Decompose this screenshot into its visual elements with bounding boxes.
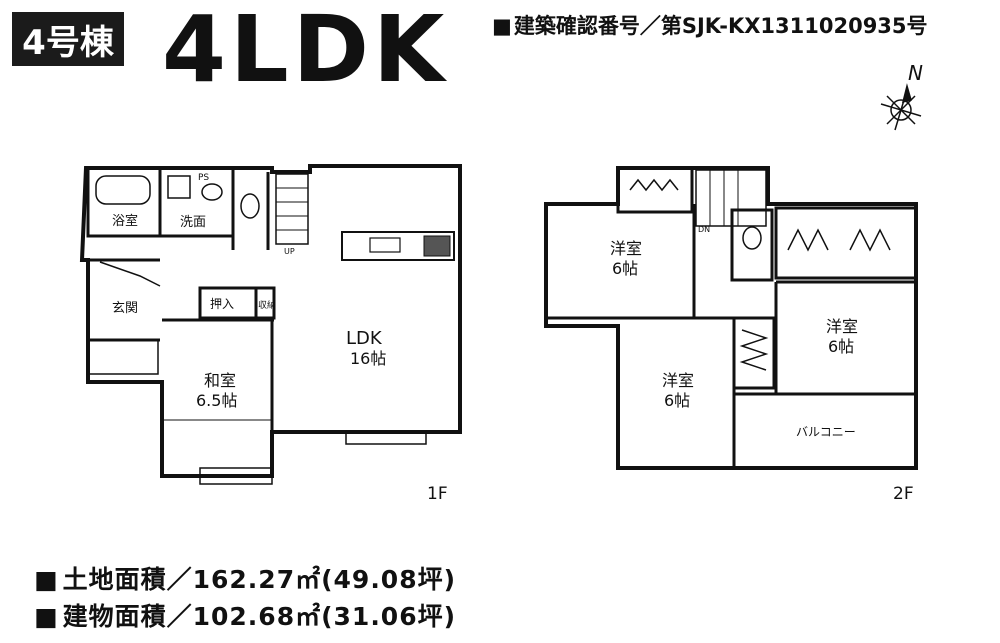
room-name-western-c: 洋室 [826, 317, 858, 336]
land-area: 土地面積／162.27㎡(49.08坪) [34, 560, 456, 596]
floor-label-2f: 2F [893, 484, 914, 504]
room-label-washroom: 洗面 [180, 215, 206, 230]
building-number-badge: 4号棟 [12, 12, 124, 66]
room-name-western-a: 洋室 [610, 239, 642, 258]
room-label-ps: PS [198, 173, 209, 183]
compass-north-label: N [908, 61, 923, 85]
room-name-western-b: 洋室 [662, 371, 694, 390]
stairs-down-label: DN [698, 225, 710, 234]
room-size-japanese: 6.5帖 [196, 391, 237, 410]
room-label-bath: 浴室 [112, 213, 138, 229]
plan-type-title: 4LDK [162, 0, 449, 103]
building-area: 建物面積／102.68㎡(31.06坪) [34, 597, 456, 633]
room-label-entrance: 玄関 [112, 301, 138, 316]
floor-plan-2f: DN 洋室 6帖 洋室 6帖 洋室 6帖 バルコニー [544, 166, 918, 470]
room-label-balcony: バルコニー [796, 425, 856, 439]
floor-label-1f: 1F [427, 484, 448, 504]
stairs-up-label: UP [284, 247, 295, 256]
room-name-ldk: LDK [346, 328, 383, 349]
permit-number: 建築確認番号／第SJK-KX1311020935号 [492, 10, 928, 40]
room-label-oshiire: 押入 [210, 297, 234, 311]
compass-icon: N [880, 61, 923, 131]
room-size-western-c: 6帖 [828, 337, 854, 356]
room-size-western-a: 6帖 [612, 259, 638, 278]
room-label-storage: 収納 [258, 299, 276, 311]
room-size-ldk: 16帖 [350, 349, 386, 368]
room-name-japanese: 和室 [204, 371, 236, 390]
room-size-western-b: 6帖 [664, 391, 690, 410]
floor-plan-1f: 浴室 洗面 PS UP 玄関 押入 収納 和室 6.5帖 LDK 16帖 [79, 164, 462, 485]
